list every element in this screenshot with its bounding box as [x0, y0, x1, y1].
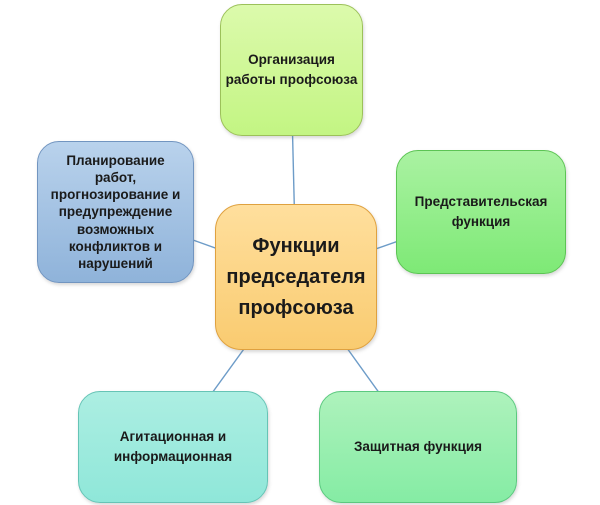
node-central-functions-label: Функции председателя профсоюза [226, 234, 366, 319]
node-agitation: Агитационная и информационная [78, 391, 268, 503]
node-central-functions: Функции председателя профсоюза [215, 204, 377, 350]
node-protective: Защитная функция [319, 391, 517, 503]
node-planning-label: Планирование работ, прогнозирование и пр… [50, 153, 181, 271]
node-protective-label: Защитная функция [353, 438, 483, 454]
node-planning: Планирование работ, прогнозирование и пр… [37, 141, 194, 283]
node-agitation-label: Агитационная и информационная [113, 428, 233, 464]
node-representative: Представительская функция [396, 150, 566, 274]
node-representative-label: Представительская функция [414, 193, 548, 229]
node-organization: Организация работы профсоюза [220, 4, 363, 136]
node-organization-label: Организация работы профсоюза [225, 51, 358, 87]
